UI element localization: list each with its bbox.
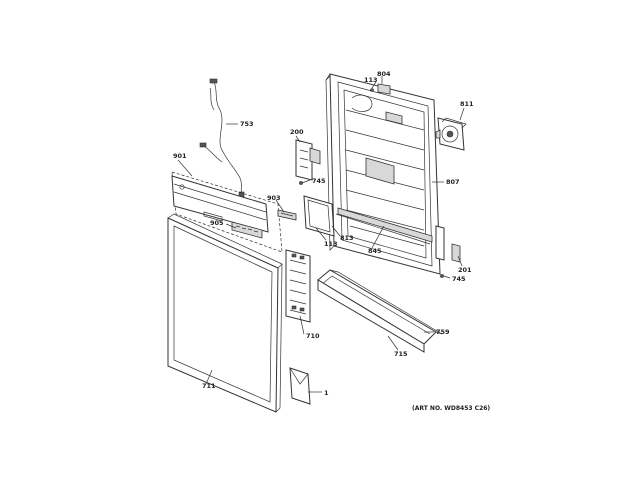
callout-711: 711 [202, 382, 216, 390]
bracket-804 [370, 83, 391, 95]
leader-lines [177, 76, 465, 393]
door-trim-715 [317, 269, 443, 353]
callout-905: 905 [210, 219, 224, 227]
art-number: (ART NO. WD8453 C26) [412, 405, 490, 412]
vent-200 [295, 139, 321, 185]
literature-kit-1 [289, 367, 311, 405]
callout-813: 813 [340, 234, 354, 242]
callout-807: 807 [446, 178, 460, 186]
callout-845: 845 [368, 247, 382, 255]
wire-harness-753 [199, 78, 245, 198]
callout-745-right: 745 [452, 275, 466, 283]
callout-759: 759 [436, 328, 450, 336]
dispenser-811 [435, 117, 467, 151]
outer-door-panel-711 [167, 213, 283, 413]
vent-gasket-813 [303, 195, 335, 237]
bracket-710 [285, 249, 311, 323]
inner-door-807 [325, 73, 441, 275]
callout-200: 200 [290, 128, 304, 136]
callout-113-bottom: 113 [324, 240, 338, 248]
callout-811: 811 [460, 100, 474, 108]
callout-901: 901 [173, 152, 187, 160]
callout-710: 710 [306, 332, 320, 340]
hinge-201 [435, 225, 461, 278]
control-panel-901 [171, 171, 283, 253]
callout-1: 1 [324, 389, 329, 397]
callout-715: 715 [394, 350, 408, 358]
callout-labels: 804 113 811 753 200 901 745 807 903 905 … [173, 70, 490, 412]
callout-745-left: 745 [312, 177, 326, 185]
callout-201: 201 [458, 266, 472, 274]
callout-903: 903 [267, 194, 281, 202]
gasket-845 [335, 207, 433, 245]
callout-113-top: 113 [364, 76, 378, 84]
callout-804: 804 [377, 70, 391, 78]
callout-753: 753 [240, 120, 254, 128]
control-board-903 [277, 209, 297, 221]
